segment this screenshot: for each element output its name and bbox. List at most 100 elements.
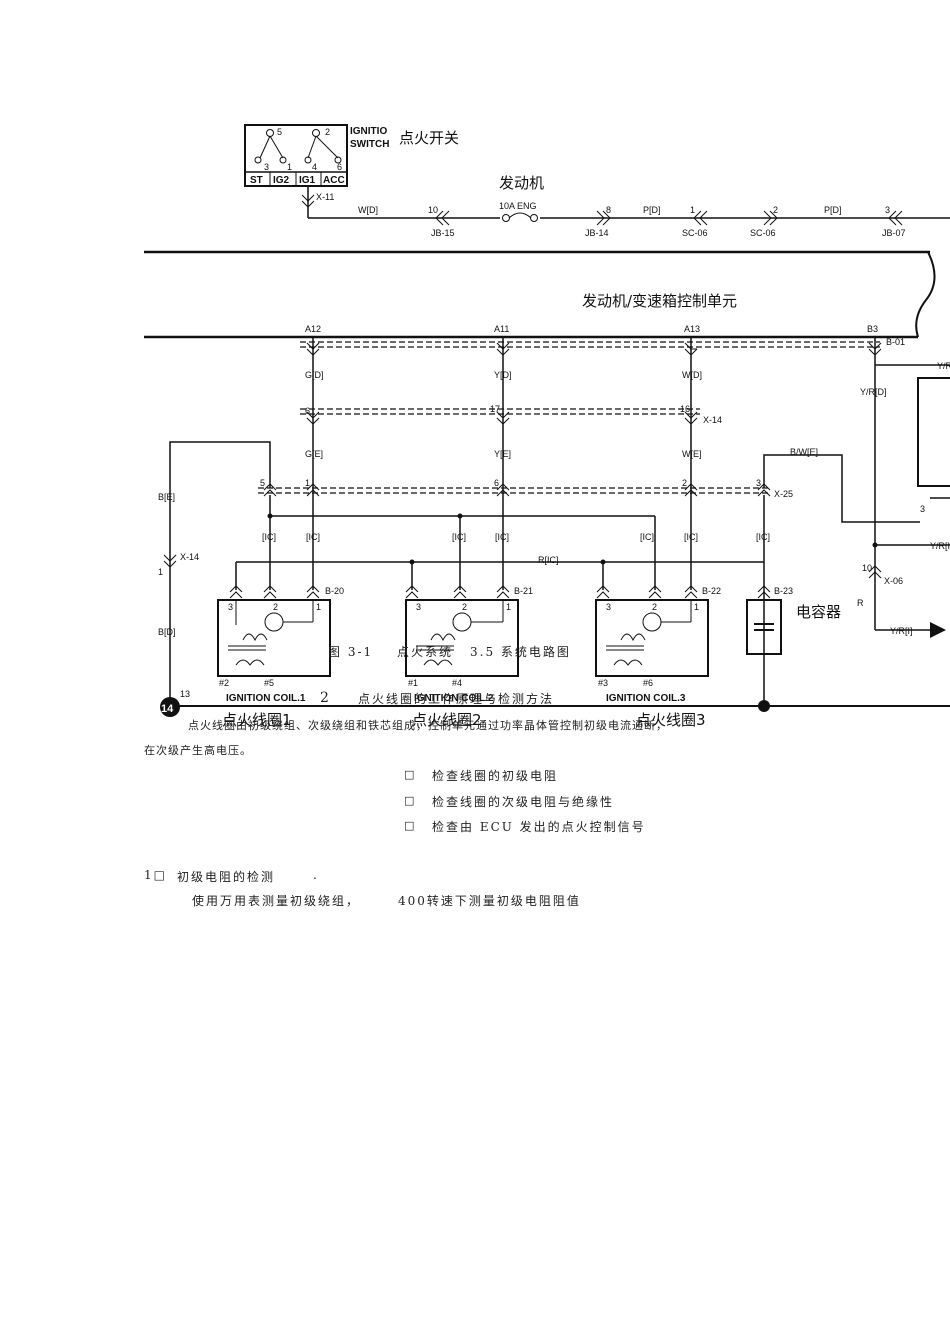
ground-number: 14 [161, 703, 174, 715]
fuse-10a: 10A ENG [499, 201, 537, 211]
coil-pin: 3 [606, 602, 611, 612]
x14-pin-17: 17 [490, 404, 500, 414]
ecu-connector: B-01 [886, 337, 905, 347]
wiring-diagram: 5 2 3 1 4 6 ST IG2 IG1 ACC IGNITIO SWITC… [144, 124, 950, 729]
bullet-mark: □ [404, 819, 415, 832]
ecu-pin-a12: A12 [305, 324, 321, 334]
conn-pin: 2 [773, 205, 778, 215]
switch-title-2: SWITCH [350, 139, 389, 150]
figure-caption-a: 图 3-1 [328, 645, 374, 659]
wire-r-ic: R[IC] [538, 555, 559, 565]
wire-p-d: P[D] [643, 205, 661, 215]
ecu-label: 发动机/变速箱控制单元 [582, 292, 737, 310]
coil-pin: 1 [506, 602, 511, 612]
section-line-a: 使用万用表测量初级绕组， [192, 894, 361, 908]
ic-label: [IC] [756, 532, 770, 542]
terminal-st: ST [250, 175, 263, 186]
ground-pin-13: 13 [180, 689, 190, 699]
x14-pin-16: 16 [680, 404, 690, 414]
terminal-acc: ACC [323, 175, 345, 186]
x25-pin-3: 3 [756, 478, 761, 488]
section-title: 初级电阻的检测 [177, 870, 276, 884]
pin-3: 3 [920, 504, 925, 514]
cyl-label: #5 [264, 678, 274, 688]
x14-pin-6: 6 [305, 406, 310, 416]
x25-pin-1: 1 [305, 478, 310, 488]
wire-w-d: W[D] [358, 205, 378, 215]
switch-pin-3: 3 [264, 162, 269, 172]
conn-b21: B-21 [514, 586, 533, 596]
wire-yr-i: Y/R[I] [890, 626, 913, 636]
bullet-mark: □ [404, 794, 415, 807]
paragraph-line-2: 在次级产生高电压。 [144, 744, 252, 757]
ecu-pin-a13: A13 [684, 324, 700, 334]
wire-g-d: G[D] [305, 370, 324, 380]
ic-label: [IC] [495, 532, 509, 542]
section-number: 1□ [144, 868, 167, 882]
coil-3-cn: 点火线圈3 [636, 711, 706, 729]
x25-connector: X-25 [774, 489, 793, 499]
ic-label: [IC] [262, 532, 276, 542]
coil-1-name: IGNITION COIL.1 [226, 693, 306, 704]
ecu-pin-a11: A11 [494, 324, 509, 334]
wire-yr-d: Y/R[D] [860, 387, 887, 397]
switch-title-1: IGNITIO [350, 126, 387, 137]
conn-b23: B-23 [774, 586, 793, 596]
conn-b20: B-20 [325, 586, 344, 596]
ic-label: [IC] [452, 532, 466, 542]
section-line-b: 400转速下测量初级电阻阻值 [398, 894, 581, 908]
coil-pin: 2 [462, 602, 467, 612]
ignition-coil-1: 3 2 1 #2 #5 IGNITION COIL.1 点火线圈1 [217, 599, 331, 729]
conn-pin: 10 [428, 205, 438, 215]
wire-p-d-2: P[D] [824, 205, 842, 215]
switch-pin-4: 4 [312, 162, 317, 172]
conn-sc06a: SC-06 [682, 228, 708, 238]
bullet-text: 检查线圈的初级电阻 [432, 769, 559, 783]
bullet-text: 检查线圈的次级电阻与绝缘性 [432, 795, 615, 809]
cyl-label: #4 [452, 678, 462, 688]
wire-b-d: B[D] [158, 627, 176, 637]
x06-pin-10: 10 [862, 563, 872, 573]
coil-pin: 3 [416, 602, 421, 612]
ignition-switch-label: 点火开关 [399, 129, 459, 147]
terminal-ig2: IG2 [273, 175, 290, 186]
conn-pin: 8 [606, 205, 611, 215]
coil-pin: 2 [652, 602, 657, 612]
x14-connector: X-14 [703, 415, 722, 425]
coil-pin: 2 [273, 602, 278, 612]
switch-pin-6: 6 [337, 162, 342, 172]
ic-label: [IC] [306, 532, 320, 542]
ignition-coil-3: 3 2 1 #3 #6 IGNITION COIL.3 点火线圈3 [595, 599, 709, 729]
coil-3-name: IGNITION COIL.3 [606, 693, 686, 704]
x25-pin-2: 2 [682, 478, 687, 488]
wire-w-d-2: W[D] [682, 370, 702, 380]
wire-y-e: Y[E] [494, 449, 511, 459]
figure-caption-b: 点火系统 [397, 645, 454, 659]
capacitor-label: 电容器 [796, 603, 841, 621]
r-char: R [857, 598, 864, 608]
ignition-coil-2: 3 2 1 #1 #4 IGNITION COIL.2 点火线圈2 [405, 599, 519, 729]
left-pin-1: 1 [158, 567, 163, 577]
coil-1-cn: 点火线圈1 [222, 711, 292, 729]
switch-pin-2: 2 [325, 127, 330, 137]
wire-g-e: G[E] [305, 449, 323, 459]
conn-jb14: JB-14 [585, 228, 609, 238]
switch-pin-1: 1 [287, 162, 292, 172]
wire-w-e: W[E] [682, 449, 702, 459]
section-dot: . [313, 868, 319, 882]
capacitor [746, 599, 782, 655]
coil-2-name: IGNITION COIL.2 [414, 693, 494, 704]
ic-label: [IC] [684, 532, 698, 542]
conn-jb15: JB-15 [431, 228, 455, 238]
terminal-ig1: IG1 [299, 175, 316, 186]
paragraph-line-1: 点火线圈由初级绕组、次级绕组和铁芯组成，控制单元通过功率晶体管控制初级电流通断， [188, 719, 668, 732]
bullet-mark: □ [404, 768, 415, 781]
heading-number: 2 [320, 690, 331, 706]
x25-pin-5: 5 [260, 478, 265, 488]
wire-y-r: Y/R [937, 361, 950, 371]
conn-sc06b: SC-06 [750, 228, 776, 238]
conn-b22: B-22 [702, 586, 721, 596]
conn-jb07: JB-07 [882, 228, 906, 238]
switch-pin-5: 5 [277, 127, 282, 137]
x25-pin-6: 6 [494, 478, 499, 488]
